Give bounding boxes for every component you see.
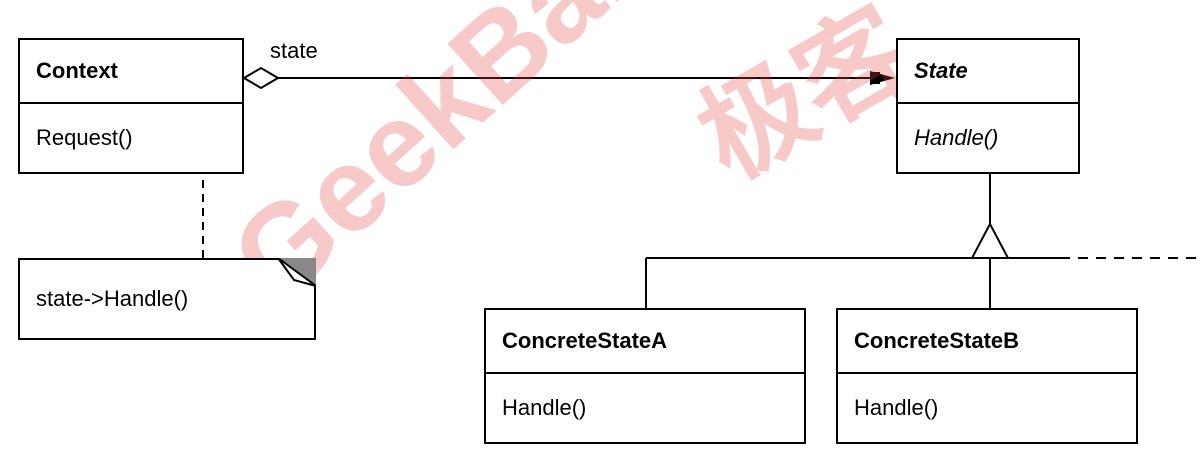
class-name: ConcreteStateB xyxy=(838,310,1136,374)
class-name: ConcreteStateA xyxy=(486,310,804,374)
association-label: state xyxy=(270,38,318,63)
class-name: Context xyxy=(20,40,242,104)
class-operation: Handle() xyxy=(854,395,939,420)
class-operation: Handle() xyxy=(914,125,999,150)
note-box: state->Handle() xyxy=(18,258,316,340)
class-operation: Request() xyxy=(36,125,133,150)
concrete-state-b-class: ConcreteStateB Handle() xyxy=(836,308,1138,444)
inheritance-triangle-icon xyxy=(970,221,1010,259)
aggregation-diamond-icon xyxy=(242,66,280,90)
state-class: State Handle() xyxy=(896,38,1080,174)
concrete-state-a-class: ConcreteStateA Handle() xyxy=(484,308,806,444)
note-text: state->Handle() xyxy=(36,286,189,311)
context-class: Context Request() xyxy=(18,38,244,174)
arrow-tail-block xyxy=(872,72,880,84)
note-fold-icon xyxy=(278,258,316,287)
class-name: State xyxy=(898,40,1078,104)
class-operation: Handle() xyxy=(502,395,587,420)
